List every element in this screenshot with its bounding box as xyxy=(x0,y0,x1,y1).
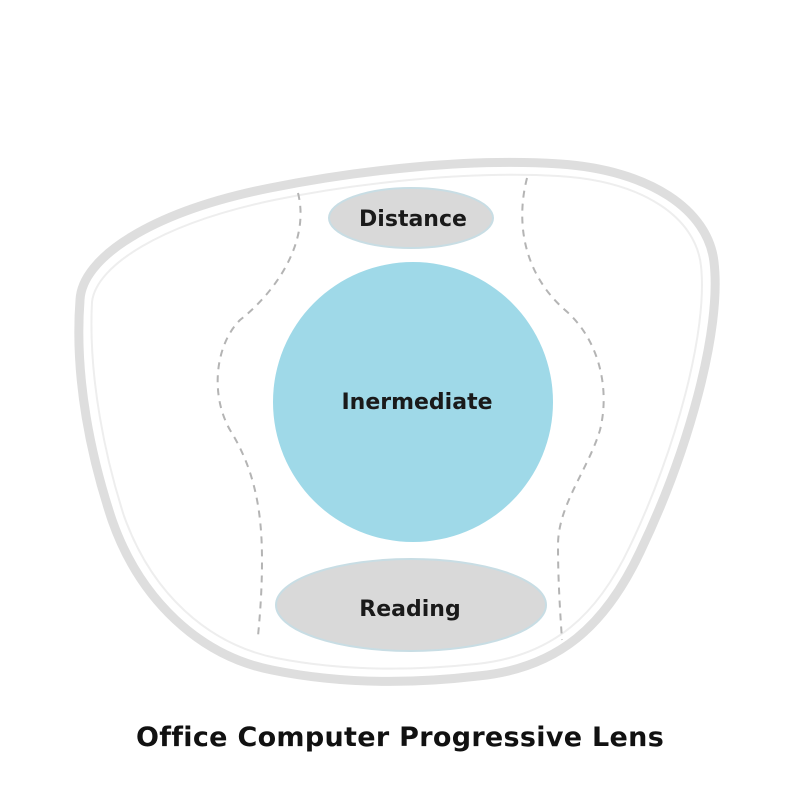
intermediate-zone xyxy=(273,262,553,542)
distance-label: Distance xyxy=(359,207,467,232)
intermediate-label: Inermediate xyxy=(341,390,492,415)
right-corridor-boundary xyxy=(521,177,605,641)
lens-inner-line xyxy=(90,173,703,670)
reading-label: Reading xyxy=(359,597,460,622)
reading-zone xyxy=(275,558,547,652)
distance-zone xyxy=(328,187,494,249)
diagram-caption: Office Computer Progressive Lens xyxy=(135,722,665,753)
